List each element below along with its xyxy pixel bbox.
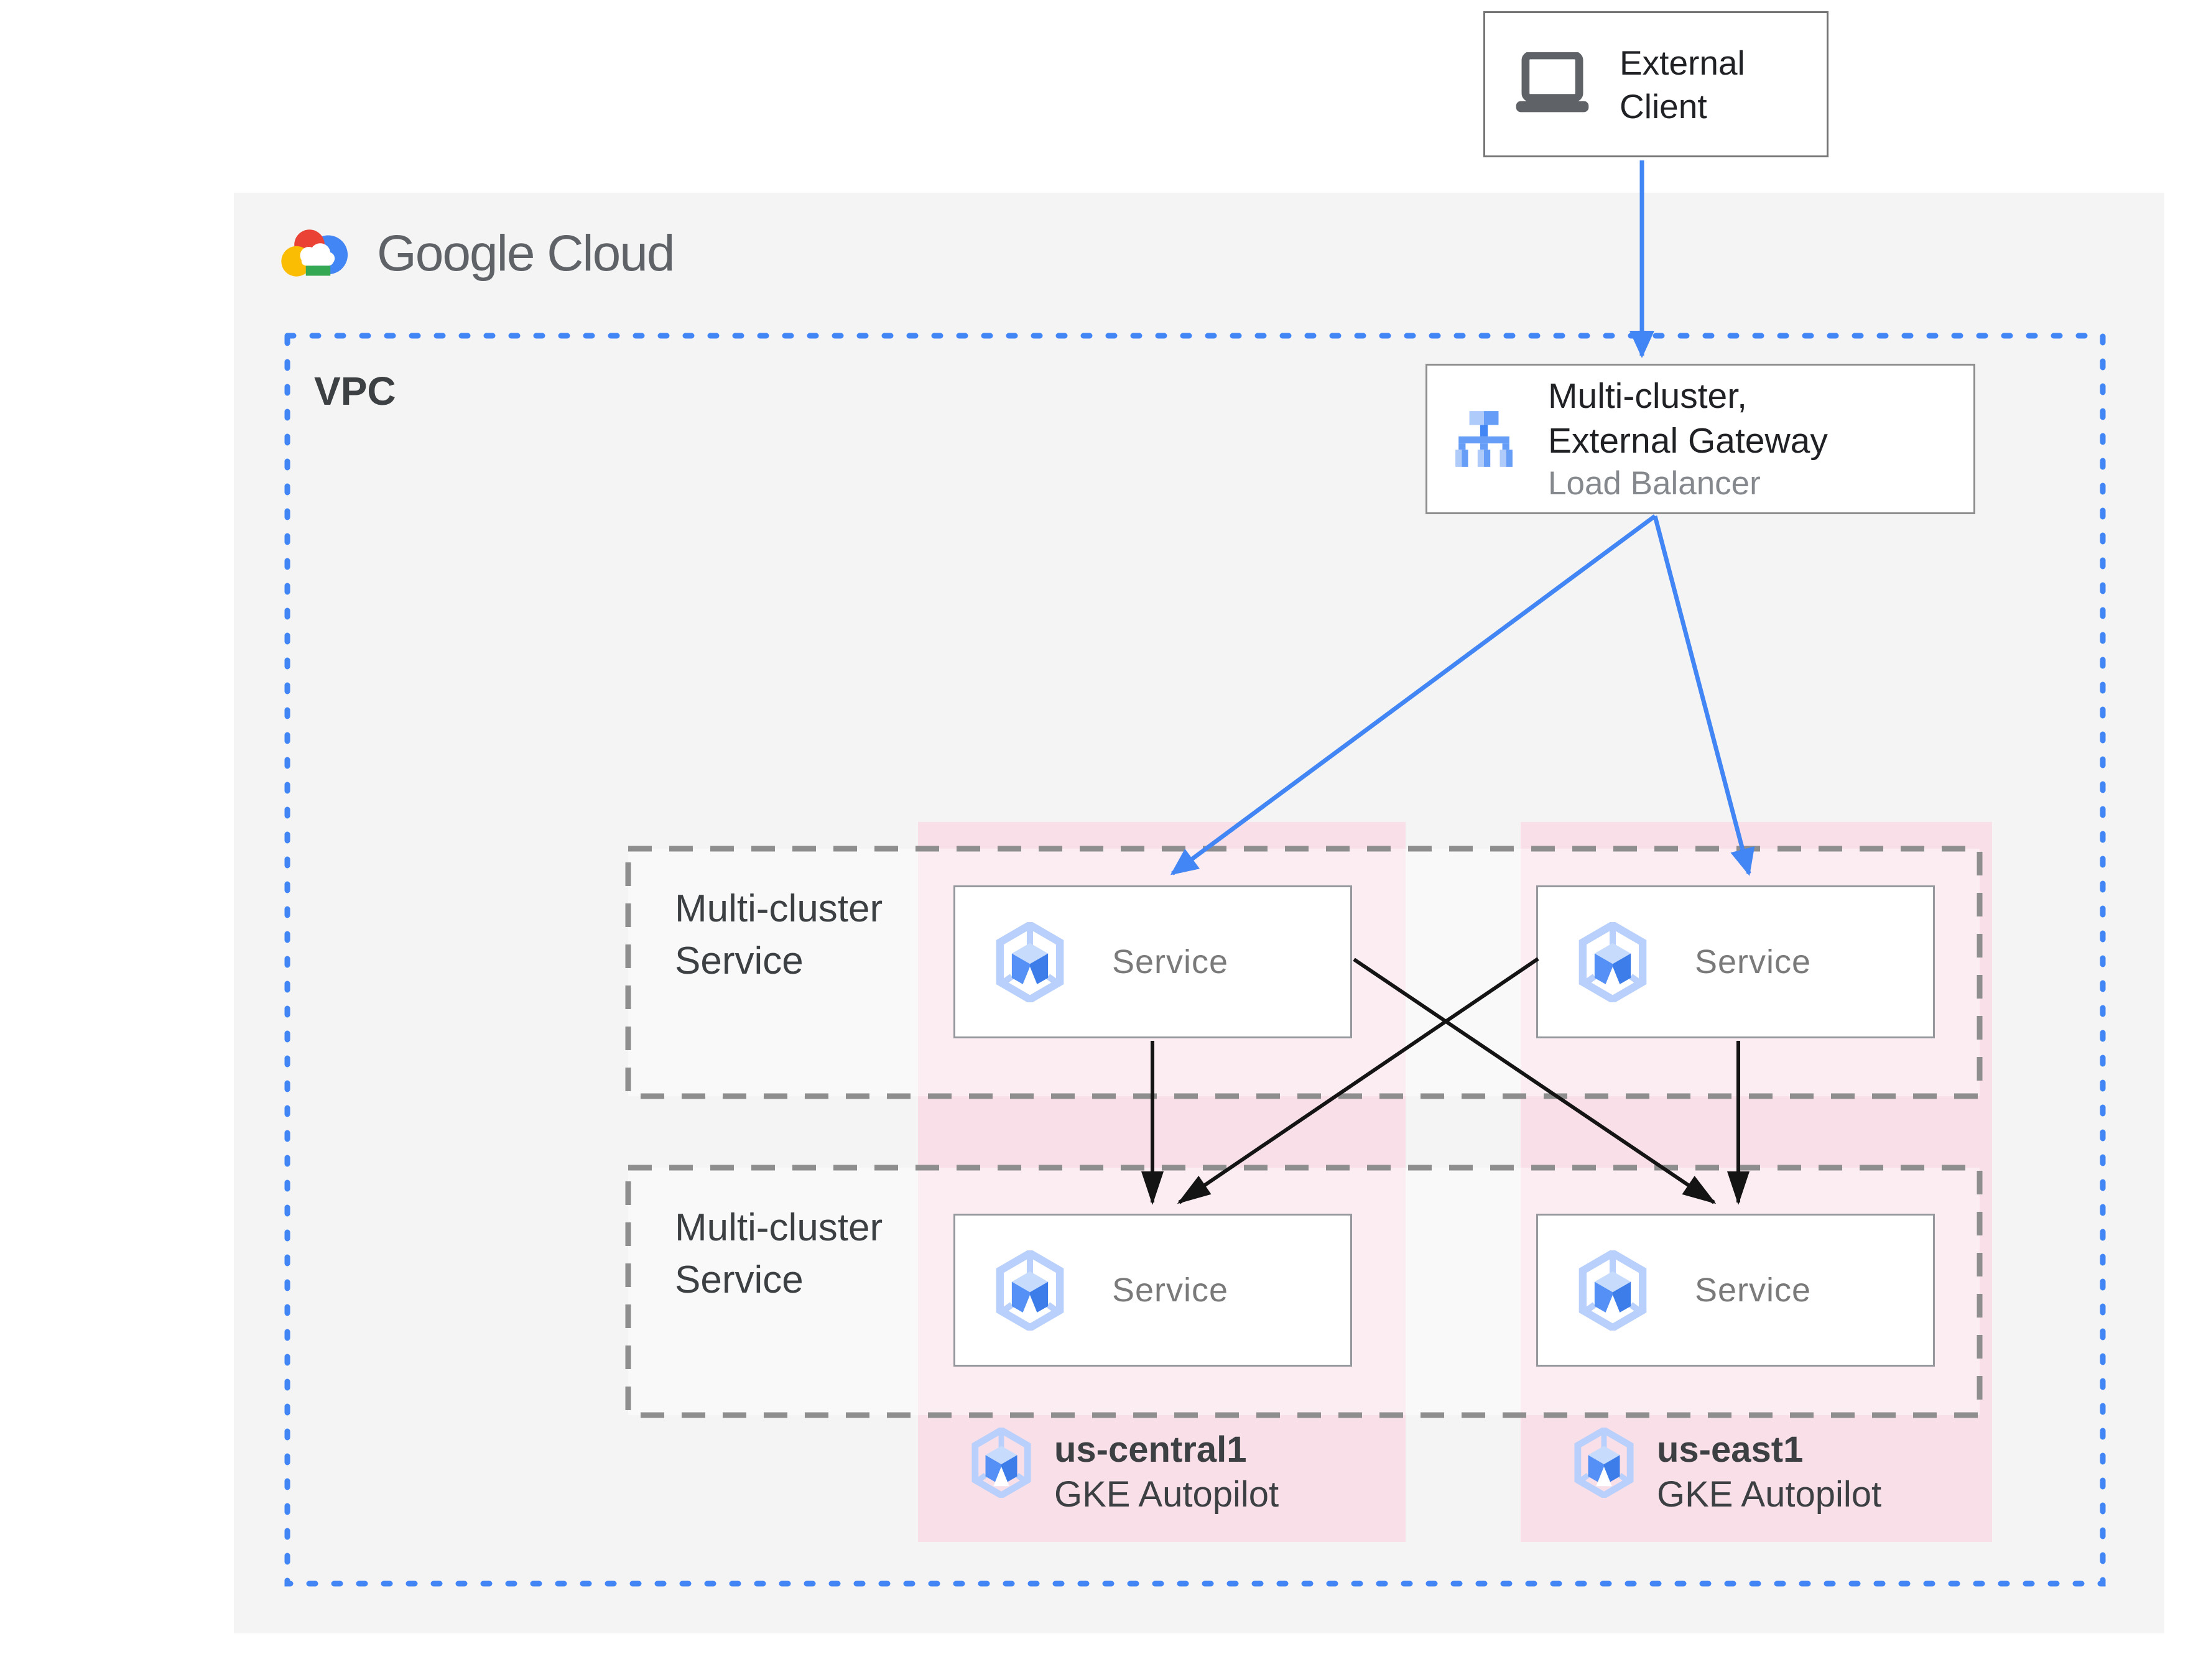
multi-cluster-service-row-1-label: Multi-cluster Service bbox=[675, 883, 883, 987]
google-cloud-logo: Google Cloud bbox=[280, 224, 675, 283]
laptop-icon bbox=[1513, 52, 1592, 117]
service-label: Service bbox=[1112, 1272, 1229, 1309]
row-1-label-line1: Multi-cluster bbox=[675, 887, 883, 930]
row-1-label-line2: Service bbox=[675, 939, 804, 982]
service-label: Service bbox=[1112, 943, 1229, 981]
cluster-platform: GKE Autopilot bbox=[1657, 1474, 1882, 1515]
row-2-label-line1: Multi-cluster bbox=[675, 1206, 883, 1249]
cluster-label-us-central1: us-central1 GKE Autopilot bbox=[971, 1428, 1279, 1517]
row-2-label-line2: Service bbox=[675, 1258, 804, 1301]
cluster-region-name: us-east1 bbox=[1657, 1429, 1804, 1470]
service-label: Service bbox=[1695, 943, 1812, 981]
service-box-us-east1-row1: Service bbox=[1536, 885, 1935, 1038]
load-balancer-icon bbox=[1455, 411, 1513, 467]
load-balancer-title-line1: Multi-cluster, bbox=[1548, 376, 1747, 416]
gke-cluster-icon bbox=[1574, 1428, 1634, 1498]
external-client-label: External Client bbox=[1620, 41, 1745, 128]
load-balancer-subtitle: Load Balancer bbox=[1548, 465, 1761, 502]
vpc-label: VPC bbox=[314, 369, 396, 413]
cluster-text: us-central1 GKE Autopilot bbox=[1054, 1428, 1279, 1517]
external-client-box: External Client bbox=[1483, 11, 1829, 157]
service-box-us-east1-row2: Service bbox=[1536, 1214, 1935, 1367]
gke-cluster-icon bbox=[971, 1428, 1032, 1498]
cluster-text: us-east1 GKE Autopilot bbox=[1657, 1428, 1881, 1517]
gke-service-icon bbox=[995, 922, 1065, 1002]
external-client-line2: Client bbox=[1620, 86, 1707, 126]
gke-service-icon bbox=[1578, 1250, 1648, 1331]
load-balancer-label: Multi-cluster, External Gateway Load Bal… bbox=[1548, 374, 1828, 504]
google-cloud-wordmark: Google Cloud bbox=[377, 224, 675, 282]
external-client-line1: External bbox=[1620, 43, 1745, 82]
cluster-label-us-east1: us-east1 GKE Autopilot bbox=[1574, 1428, 1881, 1517]
load-balancer-box: Multi-cluster, External Gateway Load Bal… bbox=[1425, 364, 1975, 514]
cluster-region-name: us-central1 bbox=[1054, 1429, 1247, 1470]
service-box-us-central1-row1: Service bbox=[953, 885, 1352, 1038]
google-cloud-icon bbox=[281, 229, 348, 277]
multi-cluster-service-row-2-label: Multi-cluster Service bbox=[675, 1202, 883, 1306]
service-box-us-central1-row2: Service bbox=[953, 1214, 1352, 1367]
load-balancer-title-line2: External Gateway bbox=[1548, 421, 1828, 461]
gke-service-icon bbox=[995, 1250, 1065, 1331]
cluster-platform: GKE Autopilot bbox=[1054, 1474, 1279, 1515]
gke-service-icon bbox=[1578, 922, 1648, 1002]
service-label: Service bbox=[1695, 1272, 1812, 1309]
